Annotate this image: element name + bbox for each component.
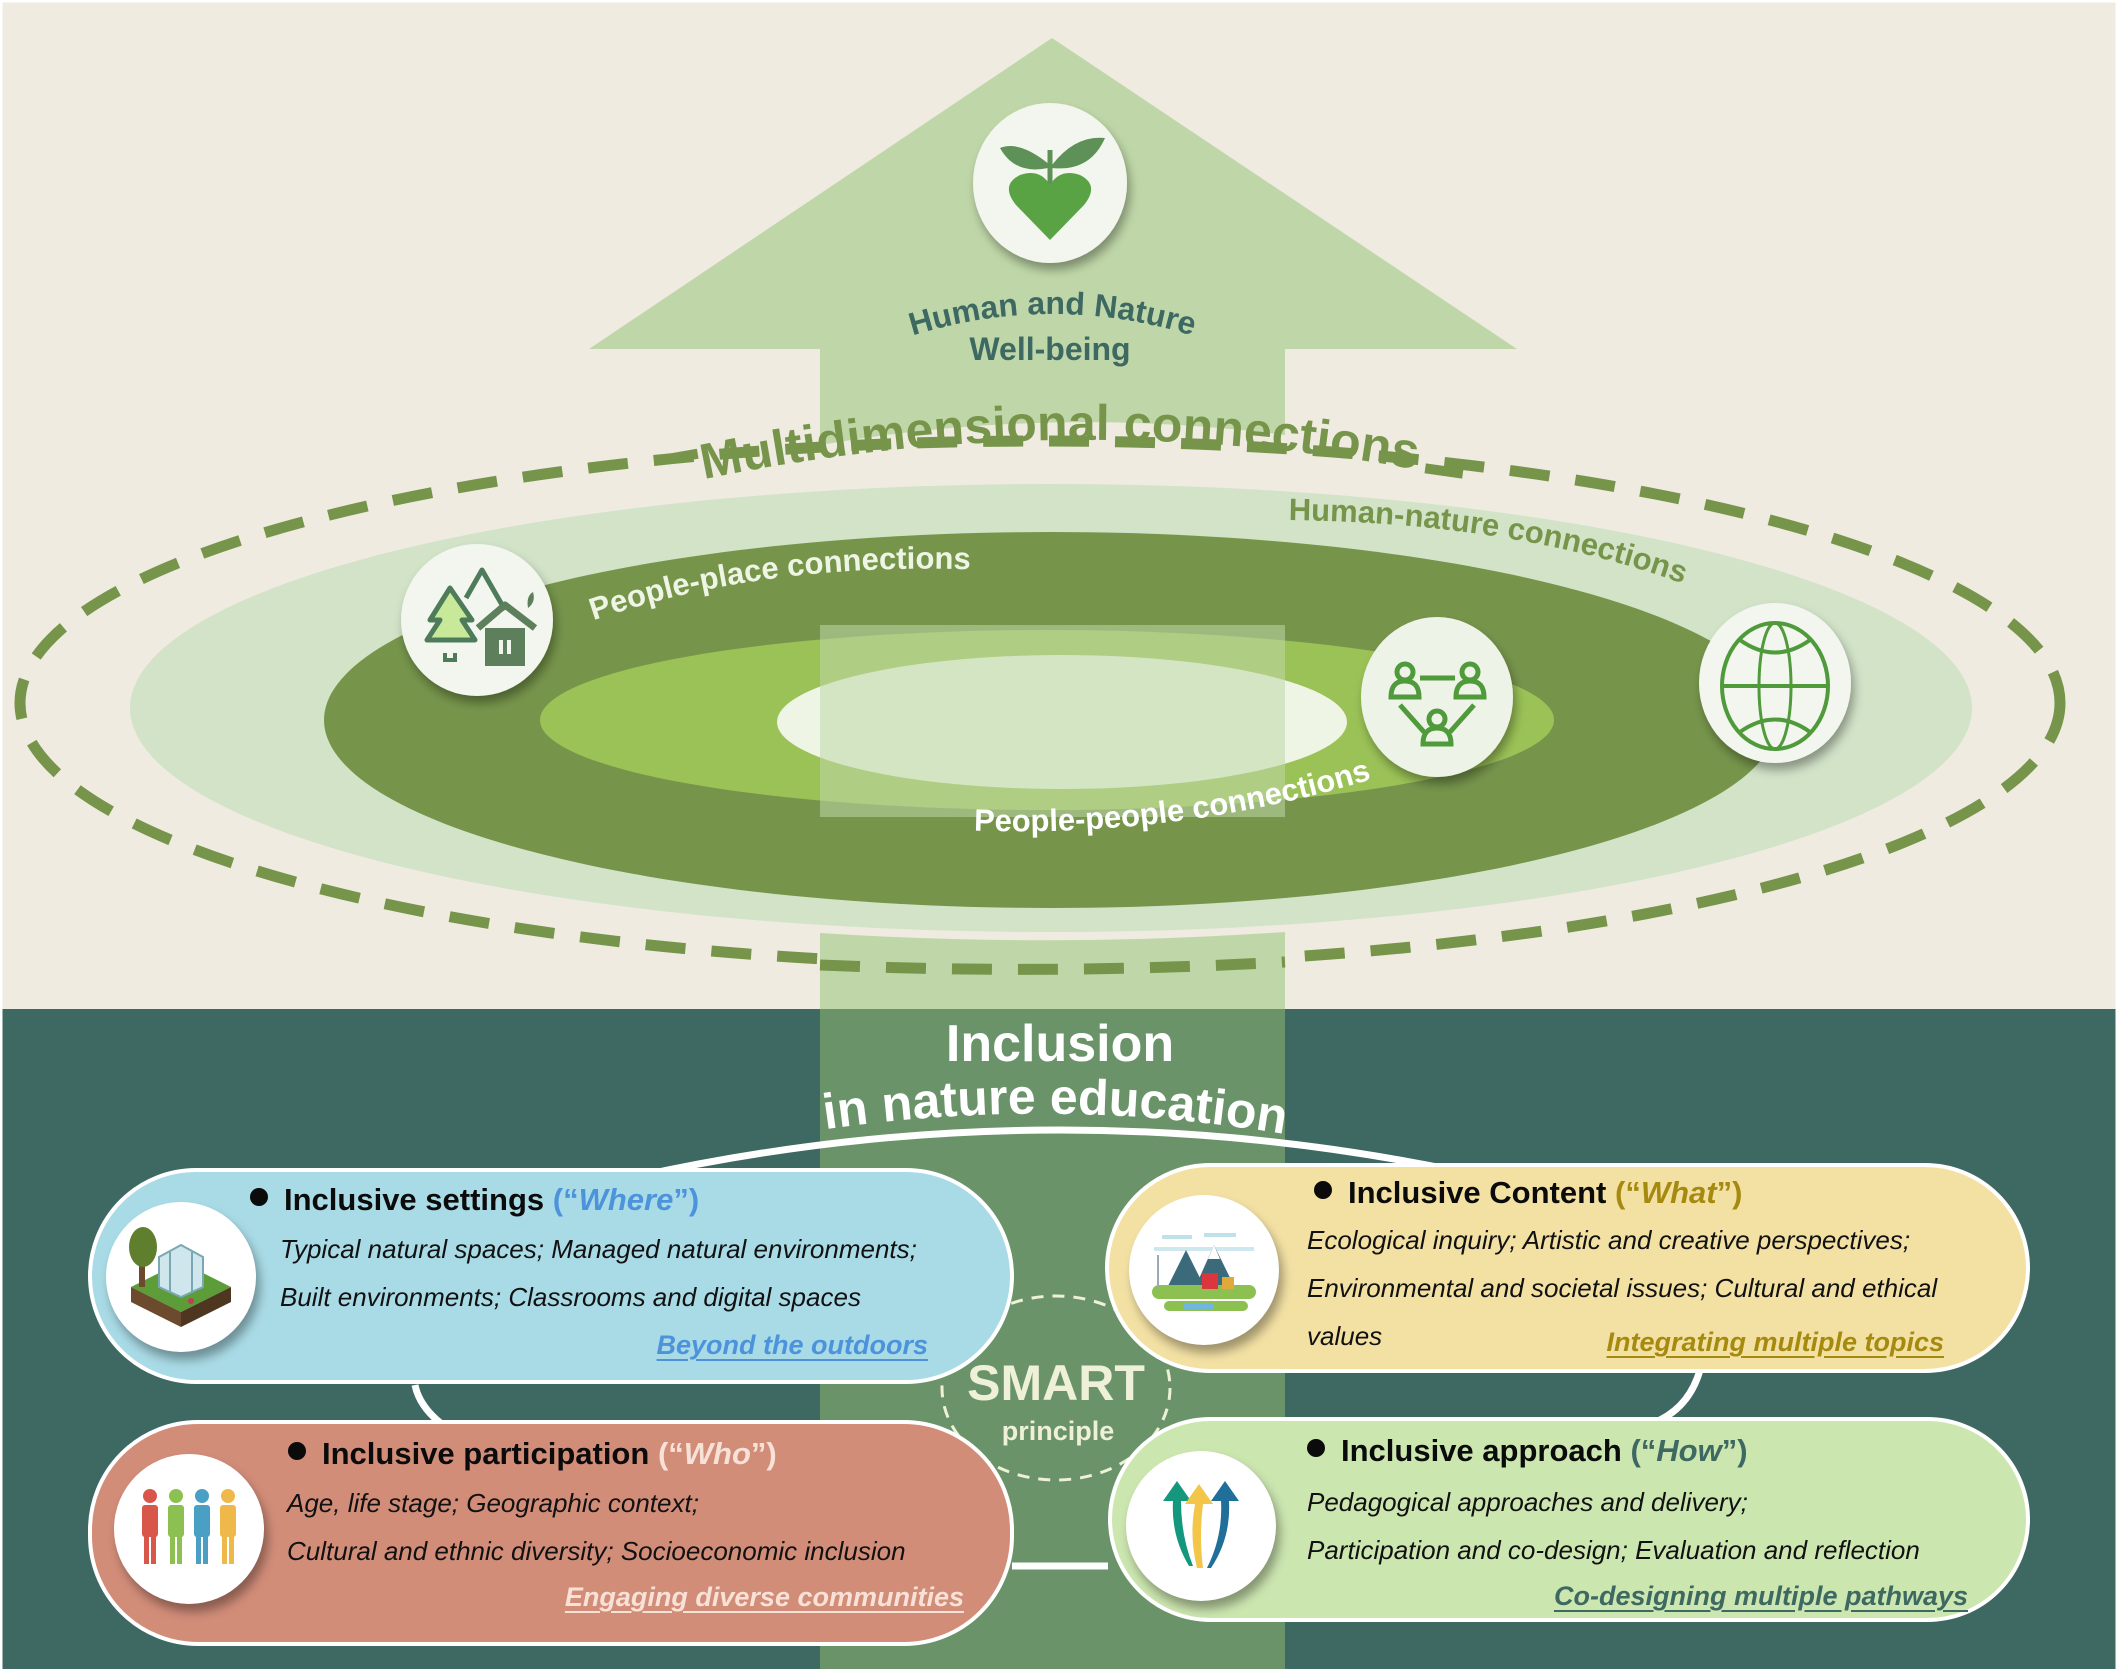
- participation-line-2: Cultural and ethnic diversity; Socioecon…: [287, 1536, 906, 1566]
- bullet-icon: [1314, 1181, 1332, 1199]
- settings-line-1: Typical natural spaces; Managed natural …: [280, 1234, 917, 1264]
- content-line-1: Ecological inquiry; Artistic and creativ…: [1307, 1225, 1911, 1255]
- participation-heading: Inclusive participation (“Who”): [288, 1436, 777, 1472]
- inclusive-content-card: Inclusive Content (“What”) Ecological in…: [1105, 1163, 2030, 1373]
- approach-question: (“How”): [1630, 1433, 1748, 1468]
- smart-title: SMART: [967, 1355, 1145, 1411]
- approach-line-1: Pedagogical approaches and delivery;: [1307, 1487, 1748, 1517]
- approach-line-2: Participation and co-design; Evaluation …: [1307, 1535, 1920, 1565]
- approach-heading: Inclusive approach (“How”): [1307, 1433, 1748, 1469]
- settings-question: (“Where”): [552, 1182, 700, 1217]
- multiple-arrows-icon: [1126, 1451, 1276, 1601]
- settings-tagline: Beyond the outdoors: [656, 1330, 929, 1360]
- title-dash-left: [659, 448, 699, 466]
- inclusive-participation-card: Inclusive participation (“Who”) Age, lif…: [88, 1420, 1014, 1646]
- diverse-people-icon: [114, 1454, 264, 1604]
- inclusive-settings-card: Inclusive settings (“Where”) Typical nat…: [88, 1168, 1014, 1384]
- settings-heading: Inclusive settings (“Where”): [250, 1182, 699, 1218]
- approach-title: Inclusive approach: [1341, 1433, 1622, 1468]
- landscape-village-icon: [1129, 1195, 1279, 1345]
- content-heading: Inclusive Content (“What”): [1314, 1175, 1742, 1211]
- sprout-heart-icon: [973, 103, 1127, 263]
- dashed-boundary-overlap: [819, 956, 1286, 975]
- approach-tagline: Co-designing multiple pathways: [1553, 1581, 1968, 1611]
- wellbeing-label-line2: Well-being: [969, 331, 1130, 367]
- participation-line-1: Age, life stage; Geographic context;: [287, 1488, 699, 1518]
- content-tagline: Integrating multiple topics: [1606, 1327, 1944, 1357]
- greenhouse-icon: [106, 1202, 256, 1352]
- content-line-2: Environmental and societal issues; Cultu…: [1307, 1273, 1938, 1303]
- inclusion-title: Inclusion: [946, 1015, 1174, 1073]
- settings-line-2: Built environments; Classrooms and digit…: [280, 1282, 861, 1312]
- bullet-icon: [288, 1442, 306, 1460]
- content-title: Inclusive Content: [1348, 1175, 1607, 1210]
- participation-question: (“Who”): [657, 1436, 777, 1471]
- globe-icon: [1699, 603, 1851, 763]
- trees-house-icon: [401, 544, 553, 696]
- inclusive-approach-card: Inclusive approach (“How”) Pedagogical a…: [1108, 1417, 2030, 1622]
- multidimensional-dashed-boundary: [14, 435, 2066, 971]
- people-network-icon: [1361, 617, 1513, 777]
- bullet-icon: [250, 1188, 268, 1206]
- smart-principle-circle: [940, 1294, 1172, 1482]
- bullet-icon: [1307, 1439, 1325, 1457]
- participation-title: Inclusive participation: [322, 1436, 650, 1471]
- content-line-3: values: [1307, 1321, 1383, 1351]
- participation-tagline: Engaging diverse communities: [564, 1582, 964, 1612]
- settings-title: Inclusive settings: [284, 1182, 545, 1217]
- title-dash-right: [1424, 463, 1464, 479]
- arrow-shaft-overlay: [820, 625, 1285, 817]
- smart-subtitle: principle: [1002, 1416, 1115, 1446]
- content-question: (“What”): [1615, 1175, 1743, 1210]
